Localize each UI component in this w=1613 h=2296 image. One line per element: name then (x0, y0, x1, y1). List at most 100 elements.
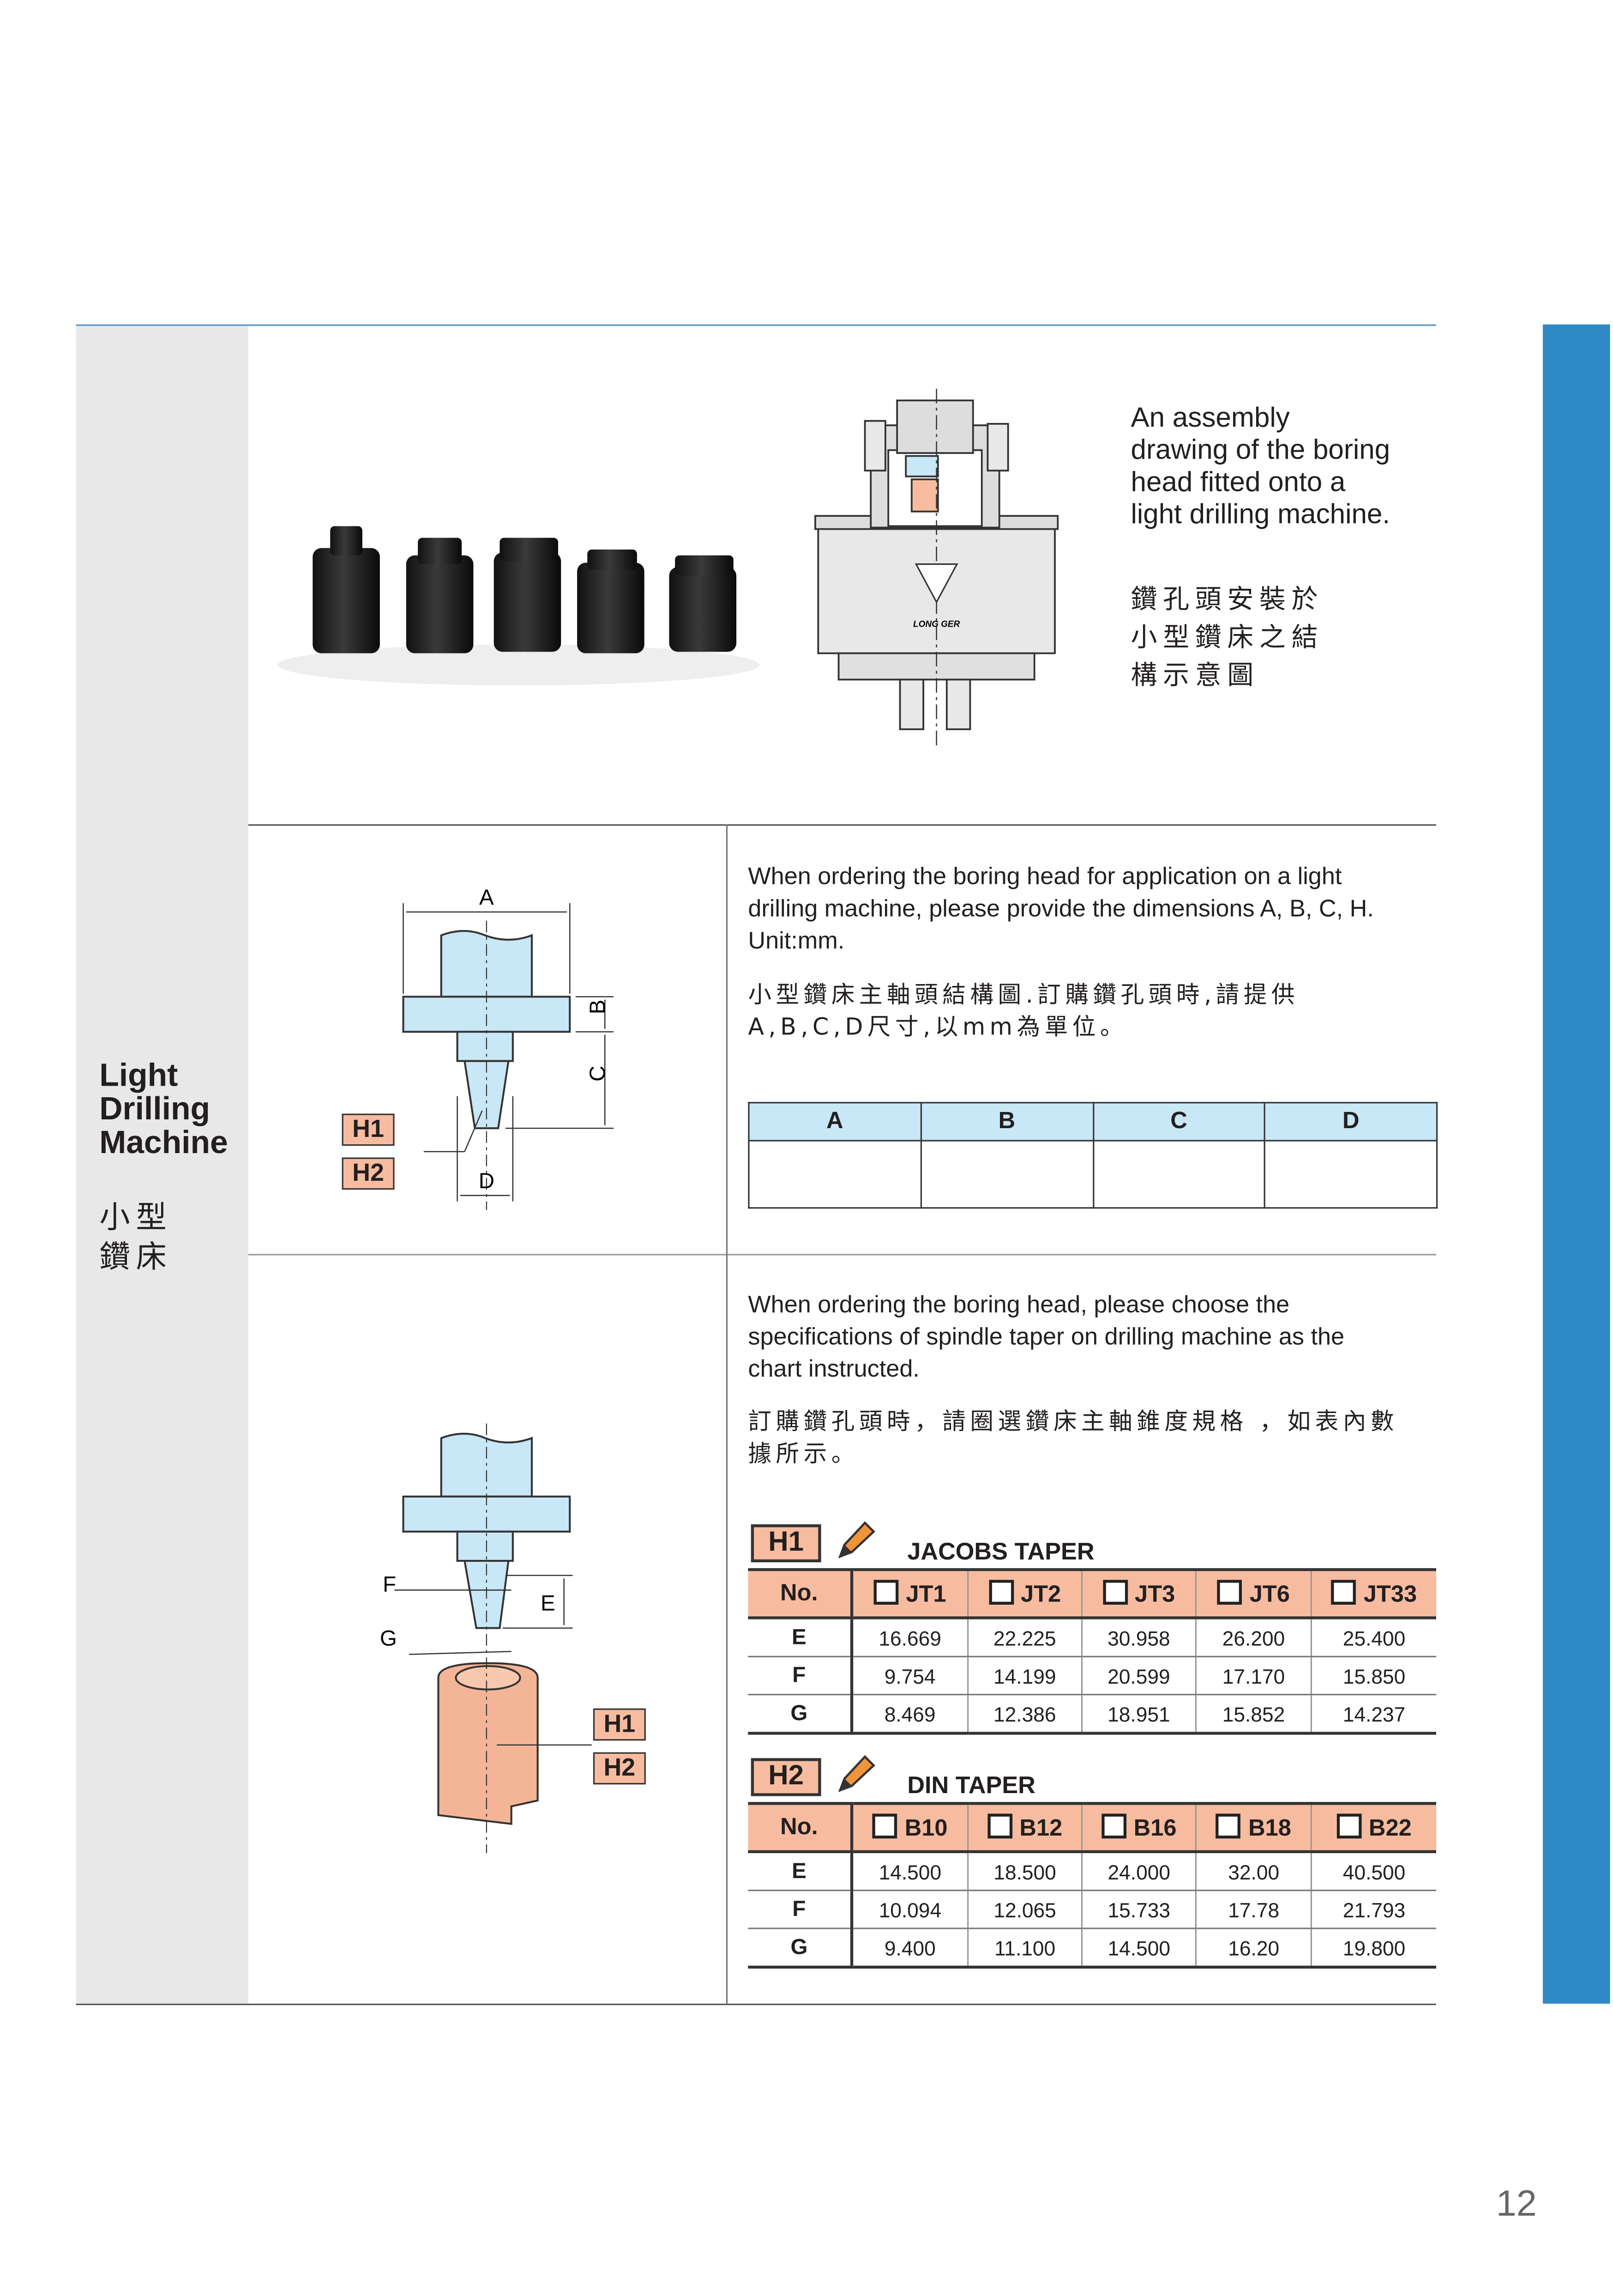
checkbox[interactable] (1102, 1579, 1128, 1604)
table-cell: 15.850 (1311, 1656, 1436, 1696)
header-label: No. (780, 1580, 818, 1606)
section-tab-bar (1543, 324, 1610, 2004)
dim-input-b[interactable] (920, 1140, 1094, 1209)
taper-instructions: When ordering the boring head, please ch… (748, 1292, 1345, 1383)
h1-label: H1 (342, 1113, 395, 1146)
taper-option-jt33[interactable]: JT33 (1311, 1568, 1436, 1619)
divider-vertical (726, 824, 728, 2004)
table-cell: 9.400 (850, 1928, 968, 1969)
table-cell: 8.469 (850, 1694, 968, 1735)
checkbox[interactable] (1217, 1579, 1242, 1604)
table-cell: 17.78 (1195, 1890, 1312, 1929)
dimensions-instructions-zh: 小型鑽床主軸頭結構圖.訂購鑽孔頭時,請提供A,B,C,D尺寸,以mm為單位。 (748, 980, 1300, 1041)
table-cell: 14.237 (1311, 1694, 1436, 1735)
checkbox[interactable] (1331, 1579, 1356, 1604)
dim-input-c[interactable] (1092, 1140, 1266, 1209)
table-cell: 16.669 (850, 1618, 968, 1657)
table-cell: 14.500 (1081, 1928, 1196, 1969)
table-cell: 26.200 (1195, 1618, 1312, 1657)
jacobs-taper-title: JACOBS TAPER (907, 1539, 1095, 1565)
taper-option-jt1[interactable]: JT1 (850, 1568, 968, 1619)
taper-option-b10[interactable]: B10 (850, 1802, 968, 1853)
checkbox[interactable] (1336, 1813, 1362, 1838)
checkbox[interactable] (873, 1579, 899, 1604)
bottom-rule (76, 2003, 1436, 2006)
checkbox[interactable] (988, 1579, 1014, 1604)
header-label: B16 (1133, 1816, 1177, 1841)
checkbox[interactable] (987, 1813, 1012, 1838)
dim-label-g: G (380, 1626, 397, 1651)
table-cell: 24.000 (1081, 1851, 1196, 1891)
assembly-caption-zh: 鑽孔頭安裝於 小型鑽床之結 構示意圖 (1131, 582, 1324, 696)
header-label: No. (780, 1814, 818, 1839)
logo-text: LONG GER (913, 620, 960, 629)
table-header-row: No. B10 B12 B16 B18 B22 (748, 1802, 1436, 1853)
taper-option-jt6[interactable]: JT6 (1195, 1568, 1312, 1619)
h2-badge: H2 (751, 1758, 821, 1796)
table-cell: 22.225 (967, 1618, 1082, 1657)
table-cell: 20.599 (1081, 1656, 1196, 1696)
taper-option-b22[interactable]: B22 (1310, 1802, 1436, 1853)
column-header-no: No. (748, 1802, 852, 1853)
top-rule (76, 324, 1436, 326)
dim-header: A (748, 1102, 922, 1142)
checkbox[interactable] (1101, 1813, 1126, 1838)
checkbox[interactable] (1216, 1813, 1241, 1838)
header-label: B18 (1248, 1816, 1291, 1841)
header-label: B10 (904, 1816, 948, 1841)
table-cell: 30.958 (1081, 1618, 1196, 1657)
table-cell: 40.500 (1310, 1851, 1436, 1891)
dim-label-e: E (541, 1591, 555, 1616)
table-cell: 12.386 (967, 1694, 1082, 1735)
taper-option-b18[interactable]: B18 (1195, 1802, 1312, 1853)
pencil-icon (838, 1521, 875, 1559)
dim-input-a[interactable] (748, 1140, 922, 1209)
sidebar-title-line: Drilling (99, 1090, 211, 1127)
row-label: F (748, 1656, 852, 1696)
dim-header: B (920, 1102, 1094, 1142)
taper-option-b16[interactable]: B16 (1081, 1802, 1196, 1853)
header-label: JT3 (1135, 1582, 1175, 1607)
sidebar-title-zh-line: 小型 (99, 1200, 173, 1235)
row-label: G (748, 1928, 852, 1969)
din-taper-title: DIN TAPER (907, 1772, 1035, 1799)
caption-zh-line: 構示意圖 (1131, 660, 1260, 691)
table-cell: 15.733 (1081, 1890, 1196, 1929)
header-label: B22 (1368, 1816, 1412, 1841)
caption-zh-line: 鑽孔頭安裝於 (1131, 584, 1324, 616)
taper-option-jt3[interactable]: JT3 (1081, 1568, 1196, 1619)
taper-option-jt2[interactable]: JT2 (967, 1568, 1082, 1619)
h1-badge: H1 (751, 1524, 821, 1563)
table-cell: 18.500 (967, 1851, 1082, 1891)
table-cell: 21.793 (1310, 1890, 1436, 1929)
dim-label-a: A (479, 885, 494, 910)
table-cell: 15.852 (1195, 1694, 1312, 1735)
checkbox[interactable] (873, 1813, 897, 1838)
divider (248, 1254, 1436, 1256)
h1-label: H1 (593, 1708, 646, 1741)
h2-label: H2 (342, 1157, 395, 1190)
table-cell: 16.20 (1195, 1928, 1312, 1969)
sidebar-title-zh: 小型 鑽床 (99, 1198, 172, 1277)
sidebar (76, 326, 249, 2004)
header-label: JT1 (906, 1582, 946, 1607)
product-photo (277, 526, 760, 686)
dim-label-b: B (585, 1000, 610, 1015)
dimensions-instructions: When ordering the boring head for applic… (748, 864, 1374, 955)
caption-zh-line: 小型鑽床之結 (1131, 622, 1324, 653)
h2-label: H2 (593, 1752, 646, 1785)
dim-input-d[interactable] (1264, 1140, 1438, 1209)
row-label: E (748, 1618, 852, 1657)
row-label: E (748, 1851, 852, 1891)
table-cell: 12.065 (967, 1890, 1082, 1929)
taper-option-b12[interactable]: B12 (967, 1802, 1082, 1853)
dim-header: C (1092, 1102, 1266, 1142)
dimensions-table: A B C D (748, 1102, 1438, 1209)
page-number: 12 (1496, 2183, 1537, 2224)
